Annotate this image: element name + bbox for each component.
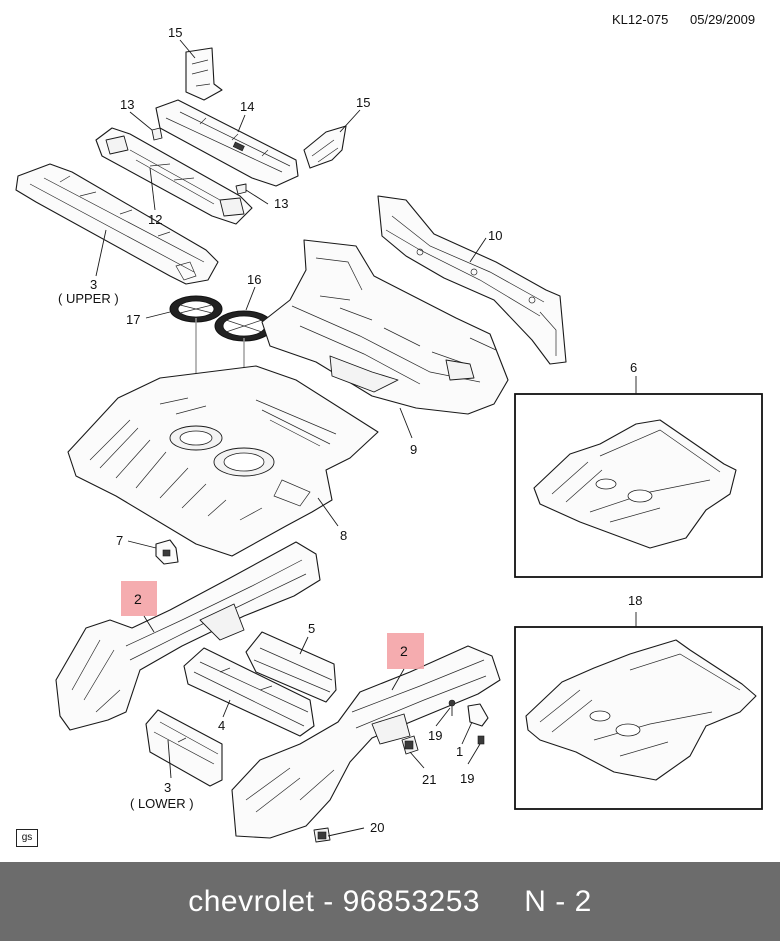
part-19-bolt-b	[477, 735, 485, 745]
part-21-clip	[401, 735, 419, 755]
callout-14: 14	[240, 99, 254, 114]
leader-lines	[95, 39, 637, 837]
part-14-crossmember	[155, 99, 299, 187]
part-13-clip-a	[151, 127, 163, 141]
assembly-6-box	[514, 393, 763, 578]
callout-15-right: 15	[356, 95, 370, 110]
diagram-code: KL12-075	[612, 12, 668, 27]
callout-15-top: 15	[168, 25, 182, 40]
part-2-rail-right	[231, 645, 501, 839]
callout-16: 16	[247, 272, 261, 287]
callout-18: 18	[628, 593, 642, 608]
part-19-bolt-a	[448, 699, 456, 716]
callout-8: 8	[340, 528, 347, 543]
callout-20: 20	[370, 820, 384, 835]
callout-9: 9	[410, 442, 417, 457]
part-7-bracket	[155, 539, 179, 565]
assembly-18-box	[514, 626, 763, 810]
part-15-bracket-top	[185, 47, 223, 101]
callout-12: 12	[148, 212, 162, 227]
gs-tag: gs	[16, 829, 38, 847]
callout-2-left: 2	[134, 591, 142, 607]
footer-text: chevrolet - 96853253 N - 2	[188, 884, 592, 918]
callout-5: 5	[308, 621, 315, 636]
callout-6: 6	[630, 360, 637, 375]
callout-3-lower: 3	[164, 780, 171, 795]
part-3-lower-bracket	[145, 709, 223, 787]
part-12-panel	[95, 127, 253, 225]
part-9-rear-floor	[261, 239, 509, 415]
part-2-rail-left	[55, 541, 321, 731]
part-15-bracket-right	[303, 125, 347, 169]
part-10-rear-panel	[377, 195, 567, 365]
callout-13-right: 13	[274, 196, 288, 211]
callout-21: 21	[422, 772, 436, 787]
part-17-ring	[169, 295, 223, 323]
part-8-floor-panel	[67, 365, 379, 557]
footer-bar: chevrolet - 96853253 N - 2	[0, 862, 780, 941]
part-1-bracket	[467, 703, 489, 727]
callout-17: 17	[126, 312, 140, 327]
part-13-clip-b	[235, 183, 247, 195]
callout-2-right: 2	[400, 643, 408, 659]
part-3-upper-crossmember	[15, 163, 219, 285]
callout-7: 7	[116, 533, 123, 548]
part-5-bracket	[245, 631, 337, 703]
diagram-date: 05/29/2009	[690, 12, 755, 27]
callout-10: 10	[488, 228, 502, 243]
callout-3-upper: 3	[90, 277, 97, 292]
callout-19-top: 19	[428, 728, 442, 743]
callout-3-upper-label: ( UPPER )	[58, 291, 119, 306]
part-20-clip	[313, 827, 331, 843]
highlight-part-2-left	[121, 581, 157, 616]
callout-13-left: 13	[120, 97, 134, 112]
part-4-bracket	[183, 647, 315, 737]
parts-diagram: KL12-075 05/29/2009	[15, 12, 763, 843]
callout-4: 4	[218, 718, 225, 733]
callout-19-bottom: 19	[460, 771, 474, 786]
highlight-part-2-right	[387, 633, 424, 669]
callout-3-lower-label: ( LOWER )	[130, 796, 194, 811]
callout-1: 1	[456, 744, 463, 759]
